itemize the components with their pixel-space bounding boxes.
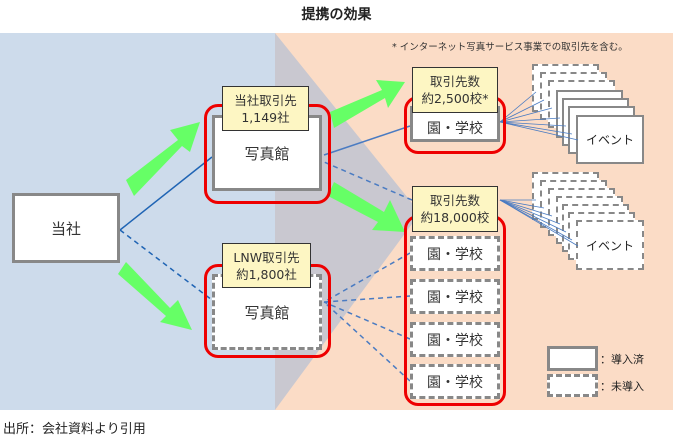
label-line: 取引先数	[429, 193, 480, 208]
green-arrow	[330, 80, 405, 128]
source-note: 出所：会社資料より引用	[3, 422, 146, 437]
label-line: 約2,500校*	[421, 91, 489, 106]
school-count-label: 取引先数 約2,500校*	[412, 67, 498, 113]
diagram-title: 提携の効果	[301, 7, 372, 23]
green-arrow	[126, 122, 200, 196]
legend-adopted: ：導入済	[600, 353, 644, 366]
school-box-not-adopted: 園・学校	[410, 364, 500, 399]
lnw-count-label: LNW取引先 約1,800社	[222, 243, 311, 288]
legend-solid-swatch	[547, 346, 598, 371]
footnote: * インターネット写真サービス事業での取引先を含む。	[392, 42, 628, 53]
label-line: 取引先数	[429, 74, 480, 89]
label-line: 1,149社	[241, 109, 290, 125]
label-line: 約1,800社	[236, 266, 297, 282]
school-box-not-adopted: 園・学校	[410, 236, 500, 271]
label-line: LNW取引先	[233, 249, 300, 265]
label-line: 約18,000校	[420, 210, 490, 225]
school-box-not-adopted: 園・学校	[410, 322, 500, 357]
green-arrow	[118, 262, 192, 330]
school-box-not-adopted: 園・学校	[410, 279, 500, 314]
label-line: 当社取引先	[234, 92, 297, 108]
legend-dashed-swatch	[547, 374, 598, 397]
green-arrow	[328, 182, 405, 232]
school-count-label: 取引先数 約18,000校	[412, 186, 498, 232]
studio-count-label: 当社取引先 1,149社	[222, 86, 309, 131]
legend-not-adopted: ：未導入	[600, 380, 644, 393]
company-box: 当社	[12, 193, 120, 263]
